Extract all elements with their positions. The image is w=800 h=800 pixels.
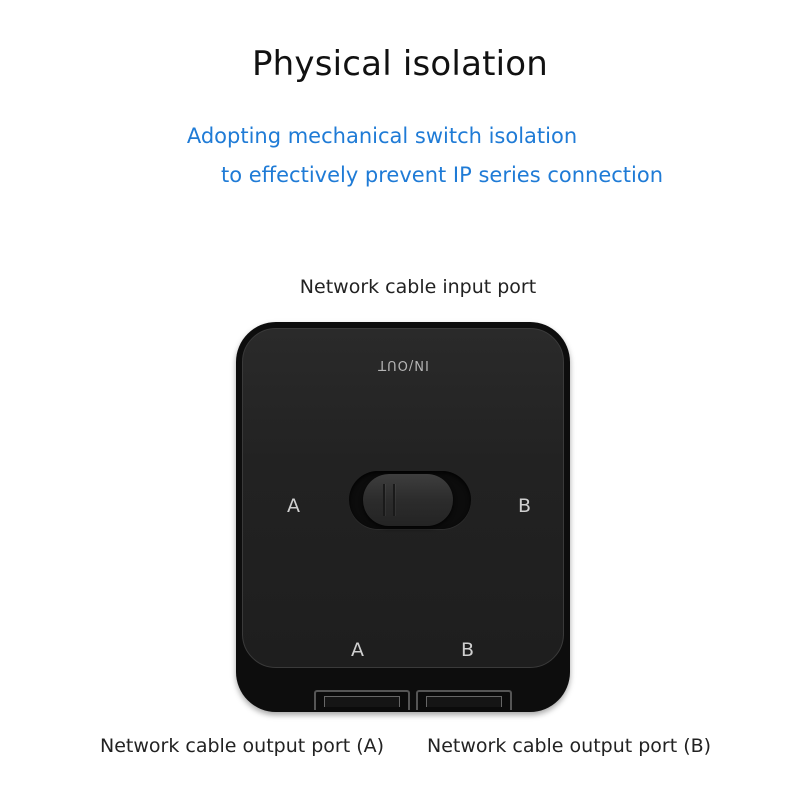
switch-letter-a: A (287, 495, 300, 517)
switch-grip-line (383, 484, 385, 516)
page-title: Physical isolation (251, 44, 549, 84)
port-letter-b: B (461, 639, 475, 661)
output-port-a-label: Network cable output port (A) (100, 735, 385, 757)
ethernet-port-b (416, 690, 512, 710)
subtitle-line-1: Adopting mechanical switch isolation (186, 124, 578, 148)
port-letter-a: A (351, 639, 364, 661)
switch-letter-b: B (518, 495, 532, 517)
switch-slot (349, 471, 471, 529)
device-top-face: IN/OUT A B A B (242, 328, 564, 668)
subtitle-line-2: to effectively prevent IP series connect… (220, 163, 664, 187)
output-port-b-label: Network cable output port (B) (427, 735, 712, 757)
ethernet-port-a (314, 690, 410, 710)
selector-switch[interactable] (363, 474, 453, 526)
network-switch-device: IN/OUT A B A B (236, 322, 570, 712)
in-out-marking: IN/OUT (377, 357, 429, 372)
switch-grip-line (393, 484, 395, 516)
input-port-label: Network cable input port (299, 276, 537, 298)
